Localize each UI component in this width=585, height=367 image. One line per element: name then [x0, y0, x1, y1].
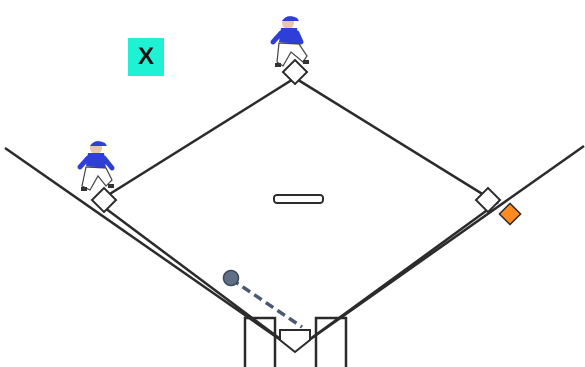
- third-base-fielder-icon: [80, 141, 114, 191]
- x-marker-label: X: [128, 38, 164, 76]
- second-base-fielder-icon: [273, 16, 309, 67]
- highlighted-base-icon: [499, 203, 520, 224]
- pitchers-plate-icon: [274, 195, 323, 203]
- home-plate-icon: [280, 330, 310, 352]
- infield-diamond: [97, 78, 497, 350]
- baseball-icon: [224, 271, 239, 286]
